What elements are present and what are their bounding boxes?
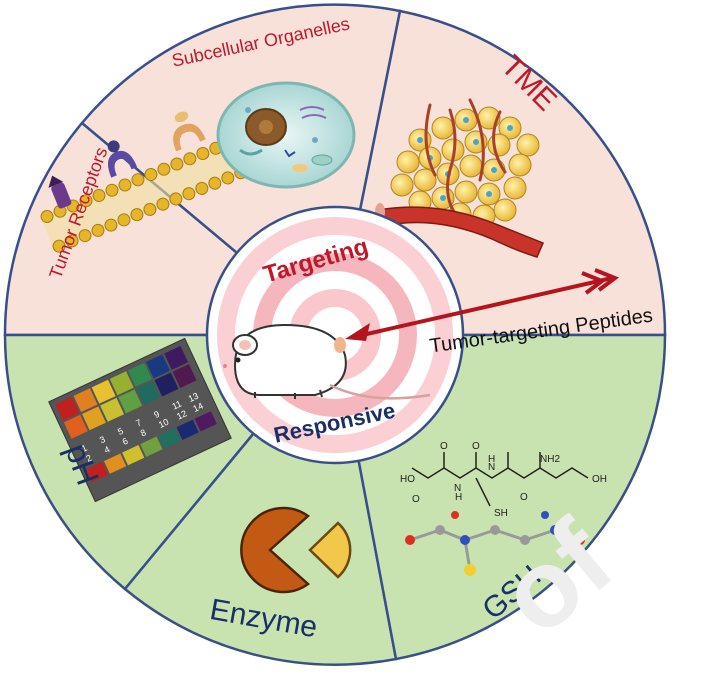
ph-number: 3 bbox=[98, 434, 107, 445]
gsh-atom: O bbox=[440, 441, 448, 452]
gsh-atom: N bbox=[488, 462, 495, 473]
gsh-atom: NH2 bbox=[540, 454, 560, 465]
gsh-atom: H bbox=[488, 454, 495, 465]
gsh-illustration: HO O O N H H N NH2 OH O O SH bbox=[400, 441, 607, 576]
tumor-microenvironment-illustration bbox=[375, 98, 544, 258]
ph-number: 10 bbox=[157, 417, 170, 430]
ph-number: 11 bbox=[170, 399, 183, 412]
gsh-atom: SH bbox=[494, 508, 508, 519]
ph-number: 13 bbox=[187, 391, 200, 404]
gsh-atom: O bbox=[472, 441, 480, 452]
ph-number: 1 bbox=[80, 443, 89, 454]
ph-number: 8 bbox=[139, 427, 148, 438]
central-target bbox=[205, 205, 465, 465]
ph-number: 14 bbox=[191, 401, 204, 414]
ph-number: 4 bbox=[103, 444, 112, 455]
enzyme-illustration bbox=[240, 506, 352, 594]
mouse-illustration bbox=[223, 323, 431, 400]
gsh-atom: OH bbox=[592, 474, 607, 485]
ph-number: 2 bbox=[84, 453, 93, 464]
ph-number: 12 bbox=[175, 408, 188, 421]
gsh-atom: HO bbox=[400, 474, 415, 485]
ph-number: 5 bbox=[116, 426, 125, 437]
gsh-atom: O bbox=[412, 494, 420, 505]
gsh-atom: N bbox=[454, 483, 461, 494]
ph-number: 9 bbox=[152, 409, 161, 420]
gsh-atom: O bbox=[520, 492, 528, 503]
gsh-atom: H bbox=[455, 492, 462, 503]
ph-number: 6 bbox=[121, 436, 130, 447]
targeting-arrow bbox=[345, 268, 620, 341]
ph-strip-illustration: 1 2 3 4 5 6 7 8 9 10 11 12 13 14 bbox=[48, 337, 232, 503]
cell-illustration bbox=[216, 81, 356, 189]
ph-number: 7 bbox=[134, 417, 143, 428]
